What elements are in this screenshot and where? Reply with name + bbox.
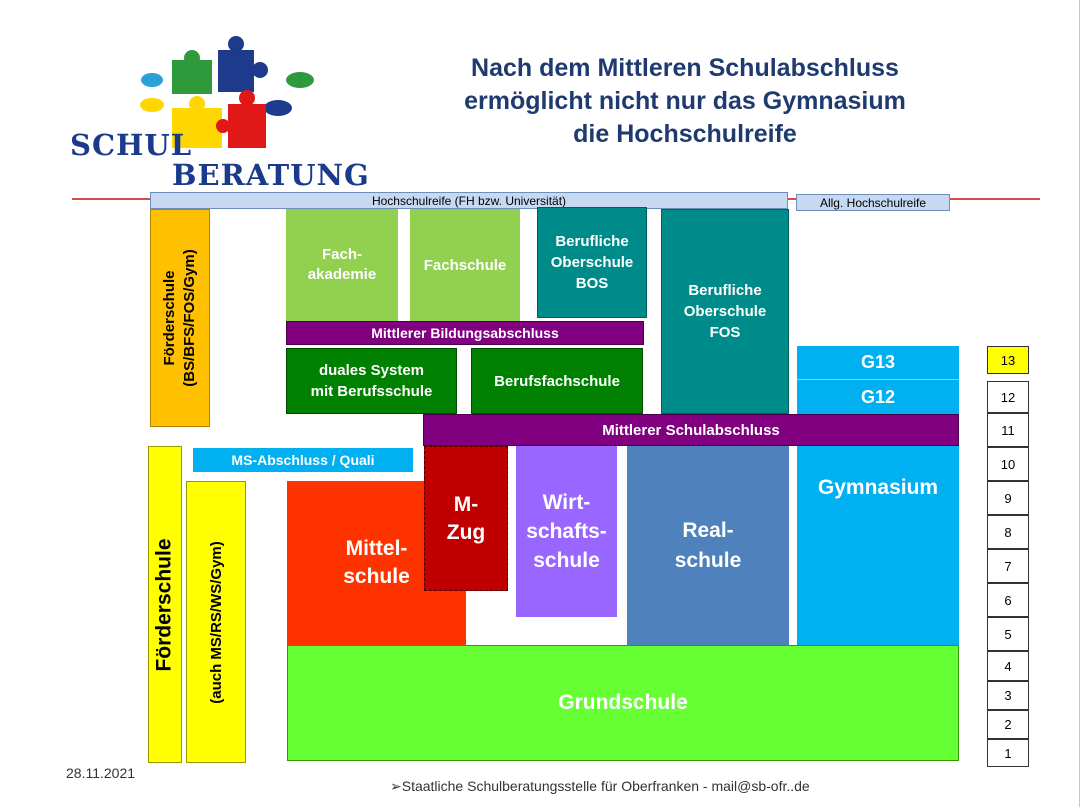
logo-text-beratung: BERATUNG (172, 158, 370, 192)
duales-system-box: duales System mit Berufsschule (286, 348, 457, 414)
g12-box: G12 (797, 380, 959, 414)
berufsfachschule-box: Berufsfachschule (471, 348, 643, 414)
foerderschule-bottom: Förderschule (148, 446, 182, 763)
grade-12: 12 (987, 381, 1029, 413)
footer-source: ➢Staatliche Schulberatungsstelle für Obe… (390, 778, 810, 794)
right-edge-line (1079, 0, 1080, 807)
grade-6: 6 (987, 583, 1029, 617)
title-line-2: ermöglicht nicht nur das Gymnasium (464, 87, 906, 115)
grade-4: 4 (987, 651, 1029, 681)
logo-text-schul: SCHUL (70, 128, 193, 162)
grade-2: 2 (987, 710, 1029, 739)
grade-8: 8 (987, 515, 1029, 549)
grade-5: 5 (987, 617, 1029, 651)
title-line-1: Nach dem Mittleren Schulabschluss (471, 54, 899, 82)
foerderschule-bottom-sub: (auch MS/RS/WS/Gym) (186, 481, 246, 763)
fachschule-box: Fachschule (410, 209, 520, 321)
fachakademie-box: Fach- akademie (286, 209, 398, 321)
title-line-3: die Hochschulreife (573, 120, 797, 148)
gymnasium-label: Gymnasium (817, 476, 939, 499)
realschule-box: Real- schule (627, 446, 789, 645)
grade-9: 9 (987, 481, 1029, 515)
logo: SCHUL BERATUNG (60, 30, 369, 192)
page-title: Nach dem Mittleren Schulabschluss ermögl… (380, 52, 990, 151)
foerderschule-top: Förderschule (BS/BFS/FOS/Gym) (150, 209, 210, 427)
grade-13: 13 (987, 346, 1029, 374)
footer-date: 28.11.2021 (66, 765, 136, 781)
hochschulreife-bar: Hochschulreife (FH bzw. Universität) (150, 192, 788, 209)
mittlerer-bildungsabschluss-bar: Mittlerer Bildungsabschluss (286, 321, 644, 345)
gymnasium-box: Gymnasium (797, 446, 959, 645)
grade-10: 10 (987, 447, 1029, 481)
grade-11: 11 (987, 413, 1029, 447)
mittlerer-schulabschluss-bar: Mittlerer Schulabschluss (423, 414, 959, 446)
bos-box: Berufliche Oberschule BOS (537, 207, 647, 318)
grade-7: 7 (987, 549, 1029, 583)
wirtschaftsschule-box: Wirt- schafts- schule (516, 446, 617, 617)
g13-box: G13 (797, 346, 959, 380)
grade-3: 3 (987, 681, 1029, 710)
ms-abschluss-bar: MS-Abschluss / Quali (193, 448, 413, 472)
grundschule-box: Grundschule (287, 645, 959, 761)
m-zug-box: M- Zug (424, 446, 508, 591)
allg-hochschulreife-bar: Allg. Hochschulreife (796, 194, 950, 211)
grade-1: 1 (987, 739, 1029, 767)
puzzle-logo-icon (140, 36, 314, 148)
fos-box: Berufliche Oberschule FOS (661, 209, 789, 414)
